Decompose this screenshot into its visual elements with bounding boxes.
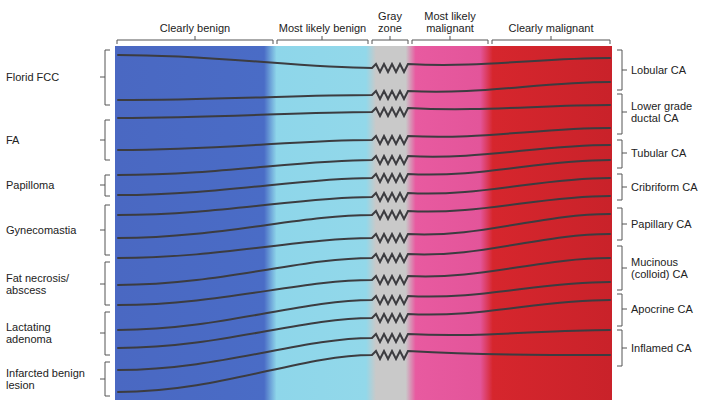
lesion-line	[118, 300, 610, 348]
zone-heading: Most likely benign	[277, 22, 368, 34]
malignant-label: Papillary CA	[631, 218, 713, 230]
zone-heading: Gray zone	[370, 10, 410, 34]
zone-band: Most likely malignant	[411, 0, 489, 405]
malignant-label: Lobular CA	[631, 64, 713, 76]
zone-band: Gray zone	[370, 0, 410, 405]
lesion-line	[118, 214, 610, 258]
lesion-line	[118, 330, 610, 370]
benign-label: Florid FCC	[6, 71, 98, 83]
malignant-label: Cribriform CA	[631, 181, 713, 193]
lesion-lines	[118, 55, 610, 392]
zone-heading: Clearly malignant	[490, 22, 612, 34]
lesion-line	[118, 196, 610, 238]
benign-label: Papilloma	[6, 179, 98, 191]
zone-band: Clearly benign	[115, 0, 275, 405]
color-band	[115, 46, 612, 400]
zone-heading: Clearly benign	[115, 22, 275, 34]
benign-label: Gynecomastia	[6, 224, 98, 236]
zone-band: Most likely benign	[277, 0, 368, 405]
lesion-line	[118, 258, 610, 305]
benign-label: FA	[6, 134, 98, 146]
lesion-line	[118, 55, 610, 72]
malignant-label: Inflamed CA	[631, 342, 713, 354]
lesion-line	[118, 351, 610, 392]
zone-band: Clearly malignant	[490, 0, 612, 405]
malignant-label: Apocrine CA	[631, 303, 713, 315]
lesion-line	[118, 178, 610, 215]
lesion-line	[118, 234, 610, 285]
malignant-label: Tubular CA	[631, 147, 713, 159]
malignant-label: Mucinous (colloid) CA	[631, 256, 713, 280]
lesion-line	[118, 105, 610, 118]
brackets	[100, 36, 627, 396]
lesion-line	[118, 128, 610, 150]
benign-label: Infarcted benign lesion	[6, 367, 98, 391]
benign-label: Fat necrosis/ abscess	[6, 272, 98, 296]
benign-label: Lactating adenoma	[6, 321, 98, 345]
zone-heading: Most likely malignant	[411, 10, 489, 34]
lesion-line	[118, 145, 610, 175]
lesion-line	[118, 82, 610, 100]
malignant-label: Lower grade ductal CA	[631, 100, 713, 124]
lesion-line	[118, 160, 610, 195]
